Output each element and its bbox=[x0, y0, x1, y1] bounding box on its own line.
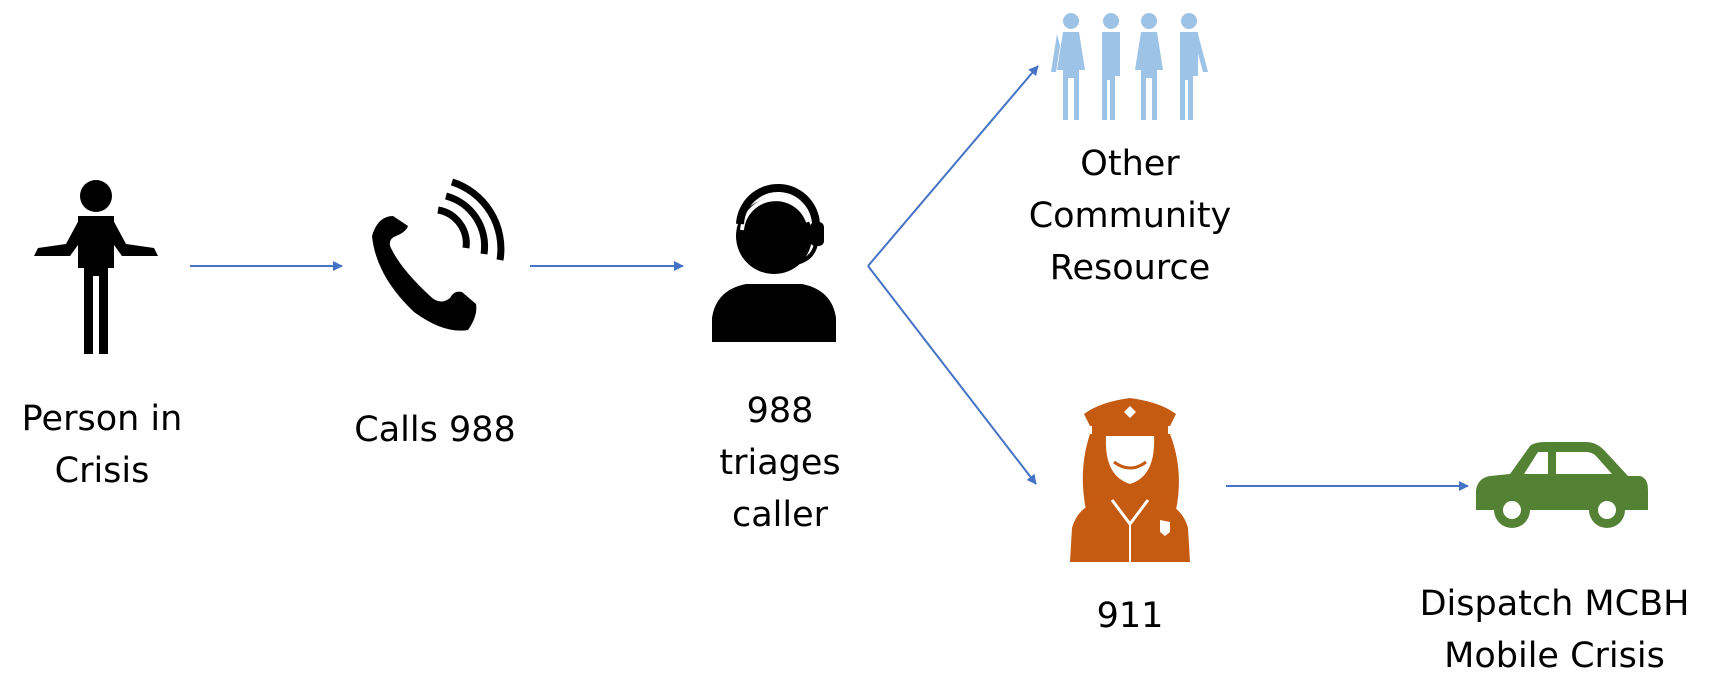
arrow-triage-to-911 bbox=[867, 265, 1037, 485]
car-icon bbox=[1476, 442, 1648, 528]
label-other-community-resource: Other Community Resource bbox=[1028, 144, 1232, 288]
label-calls-988: Calls 988 bbox=[354, 410, 516, 450]
label-911: 911 bbox=[1096, 596, 1164, 636]
label-dispatch-mcbh: Dispatch MCBH Mobile Crisis bbox=[1419, 584, 1690, 676]
operator-headset-icon bbox=[712, 184, 836, 342]
label-988-triages-caller: 988 triages caller bbox=[719, 391, 841, 535]
community-person-4 bbox=[1180, 13, 1198, 120]
phone-ringing-icon bbox=[372, 178, 505, 331]
person-shrugging-icon bbox=[34, 180, 158, 354]
community-person-3 bbox=[1135, 13, 1163, 120]
arrow-triage-to-other bbox=[867, 65, 1039, 267]
arrows bbox=[190, 65, 1469, 491]
label-person-in-crisis: Person in Crisis bbox=[21, 399, 183, 491]
community-person-2 bbox=[1102, 13, 1120, 120]
police-officer-icon bbox=[1070, 398, 1190, 562]
community-group-icon bbox=[1051, 13, 1208, 120]
community-person-1 bbox=[1057, 13, 1085, 120]
